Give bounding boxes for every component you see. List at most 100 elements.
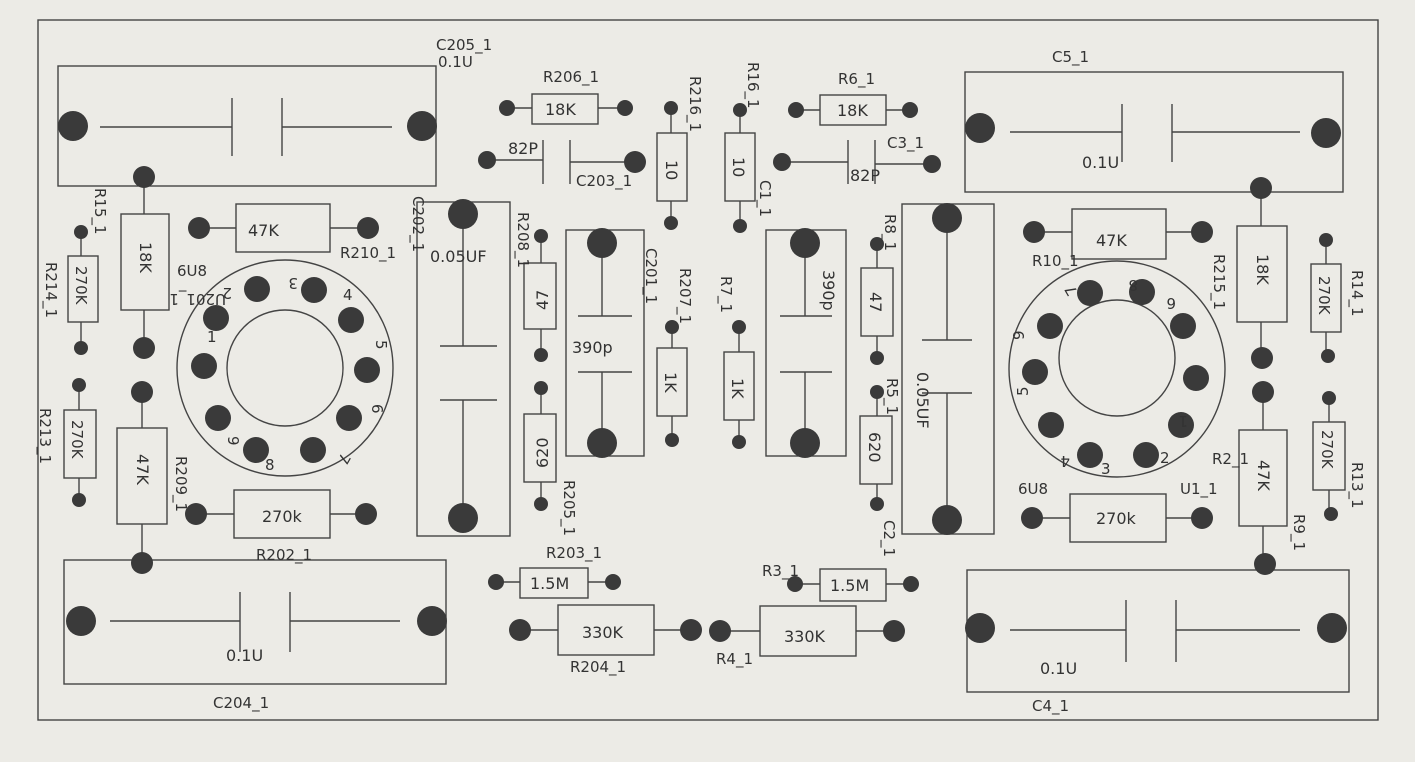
r206-ref: R206_1 [543,68,599,87]
r208-val: 47 [533,290,552,310]
c201-val: 390p [572,338,613,357]
r5-ref: R5_1 [882,378,901,415]
r8-val: 47 [866,292,885,312]
r204-val: 330K [582,623,624,642]
r215-ref: R215_1 [1209,254,1228,310]
r205-ref: R205_1 [559,480,578,536]
r204-ref: R204_1 [570,658,626,677]
r210-ref: R210_1 [340,244,396,263]
c2-val: 0.05UF [913,372,932,429]
resistor-r13: R13_1 270K [1312,391,1366,521]
u201-pin9: 9 [224,436,242,446]
r14-ref: R14_1 [1347,270,1366,317]
resistor-r215: R215_1 18K [1209,177,1288,369]
r207-val: 1K [661,372,680,393]
c5-val: 0.1U [1082,153,1119,172]
u1-pin5: 5 [1014,386,1032,396]
c202-ref: C202_1 [408,196,427,252]
c203-ref: C203_1 [576,172,632,191]
resistor-r3: R3_1 1.5M [762,562,919,602]
resistor-r216: R216_1 10 [656,76,704,230]
u1-pin4: 4 [1060,452,1070,470]
r8-ref: R8_1 [880,214,899,251]
resistor-r204: 330K R204_1 [509,604,702,677]
resistor-r6: R6_1 18K [788,70,918,126]
resistor-r5: R5_1 620 C2_1 [859,378,901,557]
tube-socket-u1: 6U8 U1_1 1 2 3 4 5 9 7 8 6 [1008,260,1226,499]
r206-val: 18K [545,100,576,119]
u201-pin3: 3 [288,274,298,292]
resistor-r7: R7_1 1K [716,276,755,449]
capacitor-c3: C3_1 82P [773,134,941,185]
r7-val: 1K [728,378,747,399]
r213-ref: R213_1 [35,408,54,464]
capacitor-c203: 82P C203_1 [478,139,646,191]
r202-val: 270k [262,507,303,526]
c4-val: 0.1U [1040,659,1077,678]
resistor-r9: R9_1 47K [1238,381,1308,575]
r207-ref: R207_1 [675,268,694,324]
u201-pin5: 5 [372,340,390,350]
r3-ref: R3_1 [762,562,799,581]
r216-val: 10 [662,160,681,180]
u201-ref: U201_1 [169,289,226,308]
c205-val: 0.1U [438,53,473,71]
c204-ref: C204_1 [213,694,269,713]
r203-ref: R203_1 [546,544,602,563]
resistor-r209: R209_1 47K [116,381,190,574]
c3-val: 82P [850,166,880,185]
u201-pin8: 8 [265,456,275,474]
resistor-r205: 620 R205_1 [523,381,578,536]
tube-socket-u201: 6U8 U201_1 1 2 3 4 5 6 7 8 9 [169,259,394,477]
resistor-r208: R208_1 47 [513,212,557,362]
capacitor-c204: 0.1U C204_1 [63,559,447,713]
r4-ref: R4_1 [716,650,753,669]
board-outline [37,19,1379,721]
capacitor-c202: 0.05UF C202_1 [408,196,511,537]
u1-pin6: 6 [1166,294,1176,312]
r4-val: 330K [784,627,826,646]
r9-ref: R9_1 [1289,514,1308,551]
c202-val: 0.05UF [430,247,487,266]
r6-ref: R6_1 [838,70,875,89]
c4-ref: C4_1 [1032,697,1069,716]
capacitor-c5: C5_1 0.1U [964,48,1344,193]
r215-val: 18K [1253,254,1272,285]
u1-pin9: 9 [1010,330,1028,340]
u1-pin3: 3 [1101,460,1111,478]
r16-val: 10 [729,157,748,177]
r202-ref: R202_1 [256,546,312,565]
r7-ref: R7_1 [716,276,735,313]
c203-val: 82P [508,139,538,158]
r2-ref: R2_1 [1212,450,1249,469]
resistor-r210: 47K R210_1 [188,203,396,263]
resistor-r14: R14_1 270K [1310,233,1366,363]
resistor-r10: 47K R10_1 [1023,208,1213,271]
u201-pin1: 1 [207,328,217,346]
u201-type: 6U8 [177,262,207,280]
u1-ref: U1_1 [1180,480,1218,499]
resistor-r4: 330K R4_1 [709,605,905,669]
r203-val: 1.5M [530,574,569,593]
resistor-r206: R206_1 18K [499,68,633,125]
u201-pin4: 4 [343,286,353,304]
r13-val: 270K [1318,430,1336,470]
c2-ref: C2_1 [879,520,898,557]
r210-val: 47K [248,221,279,240]
r15-val: 18K [136,242,155,273]
u1-pin8: 8 [1128,276,1138,294]
resistor-r15: R15_1 18K [90,166,170,359]
r5-val: 620 [865,432,884,463]
c1-val: 390p [819,270,838,311]
u1-pin1: 1 [1178,412,1188,430]
resistor-r203: R203_1 1.5M [488,544,621,599]
resistor-r214: R214_1 270K [41,225,99,355]
c204-val: 0.1U [226,646,263,665]
r213-val: 270K [68,420,86,460]
resistor-r2: 270k R2_1 [1021,450,1249,543]
capacitor-c1: 390p [765,228,847,458]
c201-ref: C201_1 [641,248,660,304]
